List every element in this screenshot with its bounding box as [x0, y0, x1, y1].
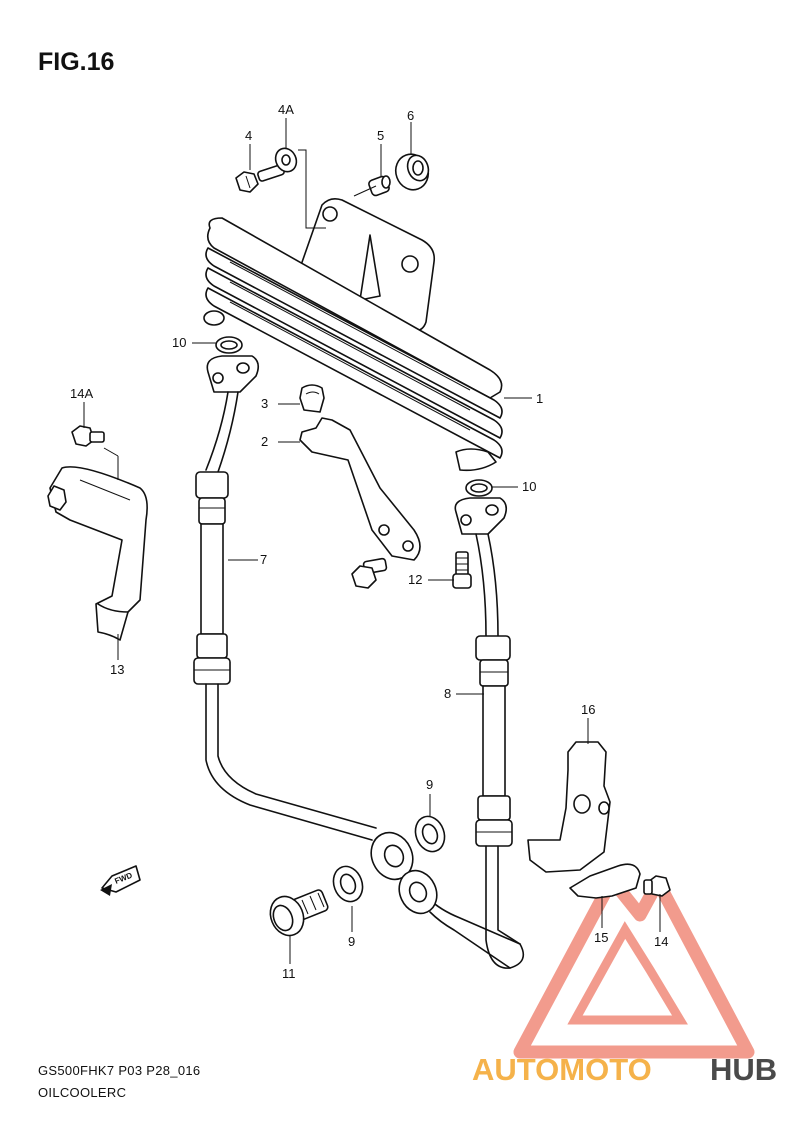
part-1-oil-cooler[interactable]: [203, 198, 503, 472]
model-code: GS500FHK7 P03 P28_016: [38, 1063, 201, 1078]
part-4-bolt[interactable]: [235, 164, 285, 193]
callout-13[interactable]: 13: [110, 662, 124, 677]
watermark-part1: AUTOMOTO: [472, 1052, 652, 1087]
callout-9-lower[interactable]: 9: [348, 934, 355, 949]
figure-title: FIG.16: [38, 48, 115, 76]
callout-11[interactable]: 11: [282, 966, 296, 981]
callout-12[interactable]: 12: [408, 572, 422, 587]
callout-9-upper[interactable]: 9: [426, 777, 433, 792]
watermark-wordmark: AUTOMOTO HUB: [472, 1052, 777, 1087]
part-9-washer-lower[interactable]: [329, 862, 368, 905]
callout-4a[interactable]: 4A: [278, 102, 294, 117]
part-9-washer-upper[interactable]: [411, 812, 450, 855]
fwd-arrow-icon: FWD: [100, 865, 141, 896]
callout-6[interactable]: 6: [407, 108, 414, 123]
part-12-bolt[interactable]: [452, 551, 472, 589]
watermark-part2: HUB: [710, 1052, 777, 1087]
callout-2[interactable]: 2: [261, 434, 268, 449]
callout-5[interactable]: 5: [377, 128, 384, 143]
part-7-oil-hose[interactable]: [193, 355, 420, 886]
section-name-suffix: C: [116, 1085, 127, 1100]
callout-14[interactable]: 14: [654, 934, 668, 949]
part-3-clamp[interactable]: [299, 384, 325, 413]
part-14-bolt[interactable]: [643, 875, 671, 897]
callout-3[interactable]: 3: [261, 396, 268, 411]
part-11-union-bolt[interactable]: [265, 889, 329, 941]
part-5-collar[interactable]: [368, 175, 391, 197]
callout-10-lower[interactable]: 10: [522, 479, 536, 494]
callout-1[interactable]: 1: [536, 391, 543, 406]
part-10-o-ring-lower[interactable]: [465, 479, 493, 497]
part-15-clip[interactable]: [569, 863, 641, 899]
part-2-bracket[interactable]: [299, 417, 421, 561]
part-6-grommet[interactable]: [391, 150, 433, 195]
part-bracket-bolt[interactable]: [351, 557, 388, 589]
callout-15[interactable]: 15: [594, 930, 608, 945]
callout-8[interactable]: 8: [444, 686, 451, 701]
part-10-o-ring-upper[interactable]: [215, 336, 243, 354]
callout-7[interactable]: 7: [260, 552, 267, 567]
callout-14a[interactable]: 14A: [70, 386, 93, 401]
callout-16[interactable]: 16: [581, 702, 595, 717]
part-4a-washer[interactable]: [272, 145, 300, 175]
part-16-bracket[interactable]: [527, 741, 611, 873]
callout-labels: 4 4A 5 6 1 2 3 10 10 12 7 8 9 9 11 14A 1…: [70, 102, 668, 981]
callout-4[interactable]: 4: [245, 128, 252, 143]
watermark-logo-icon: [513, 873, 755, 1059]
section-name: OILCOOLERC: [38, 1085, 126, 1100]
section-name-text: OILCOOLER: [38, 1085, 117, 1100]
callout-10-upper[interactable]: 10: [172, 335, 186, 350]
part-8-oil-hose[interactable]: [392, 497, 525, 969]
leader-lines: [83, 118, 661, 964]
part-13-bracket[interactable]: [47, 466, 148, 641]
part-14a-bolt[interactable]: [71, 425, 105, 447]
